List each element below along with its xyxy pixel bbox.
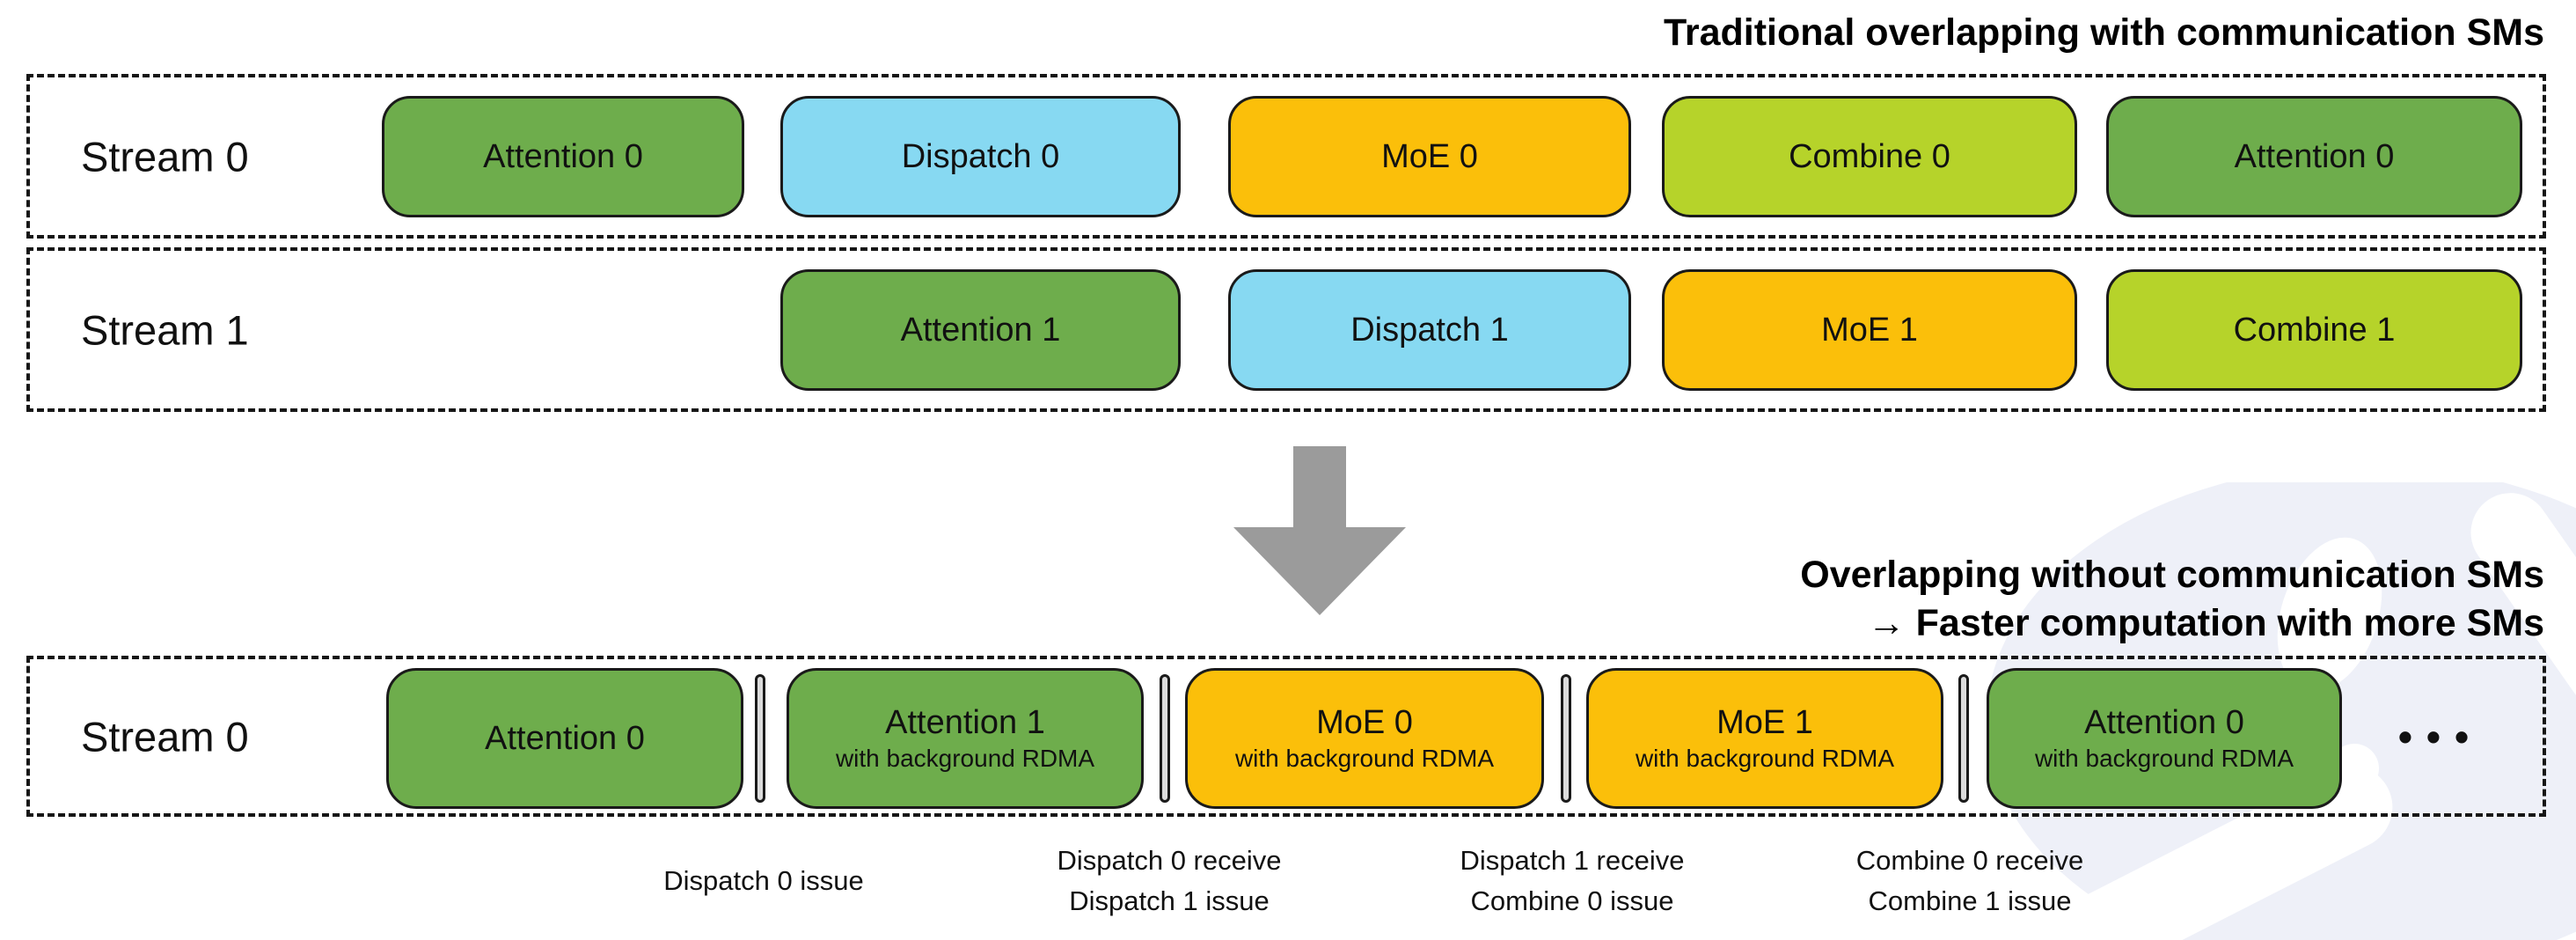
block-label: MoE 1 [1716, 704, 1813, 741]
annotation-combine-0-receive: Combine 0 receive Combine 1 issue [1759, 834, 2181, 928]
block-stream1-moe-1: MoE 1 [1662, 269, 2077, 391]
block-stream1-attention-1: Attention 1 [780, 269, 1181, 391]
divider-dispatch-0-receive [1160, 674, 1170, 803]
row-overlapped-stream-0: Stream 0 Attention 0 Attention 1 with ba… [26, 656, 2546, 817]
block-sublabel: with background RDMA [2034, 745, 2294, 772]
title-overlapping-without-sms: Overlapping without communication SMs → … [1800, 551, 2544, 648]
block-label: Attention 1 [885, 704, 1045, 741]
divider-combine-0-receive [1958, 674, 1969, 803]
block-label: MoE 0 [1316, 704, 1413, 741]
block-label: MoE 1 [1821, 312, 1918, 349]
block-stream1-dispatch-1: Dispatch 1 [1228, 269, 1631, 391]
annotation-dispatch-0-issue: Dispatch 0 issue [553, 834, 975, 928]
stream-1-label: Stream 1 [81, 306, 249, 353]
block-stream1-combine-1: Combine 1 [2106, 269, 2522, 391]
block-bottom-moe-1: MoE 1 with background RDMA [1586, 668, 1943, 809]
block-bottom-moe-0: MoE 0 with background RDMA [1185, 668, 1544, 809]
block-stream0-moe-0: MoE 0 [1228, 96, 1631, 217]
block-stream0-attention-0-next: Attention 0 [2106, 96, 2522, 217]
transformation-arrow [1233, 446, 1406, 620]
divider-dispatch-0-issue [755, 674, 765, 803]
block-label: Dispatch 1 [1350, 312, 1509, 349]
annotation-dispatch-1-receive: Dispatch 1 receive Combine 0 issue [1361, 834, 1783, 928]
block-stream0-attention-0: Attention 0 [382, 96, 744, 217]
row-traditional-stream-1: Stream 1 Attention 1 Dispatch 1 MoE 1 Co… [26, 247, 2546, 412]
block-bottom-attention-1: Attention 1 with background RDMA [787, 668, 1144, 809]
block-sublabel: with background RDMA [1635, 745, 1895, 772]
stream-0-label: Stream 0 [81, 133, 249, 180]
ellipsis-continuation: ••• [2397, 713, 2484, 760]
block-sublabel: with background RDMA [1234, 745, 1495, 772]
block-stream0-combine-0: Combine 0 [1662, 96, 2077, 217]
block-label: Combine 0 [1789, 138, 1950, 175]
block-label: MoE 0 [1381, 138, 1478, 175]
annotation-line: Combine 1 issue [1868, 885, 2072, 916]
annotation-line: Dispatch 1 receive [1460, 845, 1685, 876]
title-overlap-line2: → Faster computation with more SMs [1867, 602, 2544, 644]
title-traditional-overlapping: Traditional overlapping with communicati… [1663, 11, 2544, 54]
divider-dispatch-1-receive [1561, 674, 1571, 803]
block-bottom-attention-0-next: Attention 0 with background RDMA [1987, 668, 2342, 809]
down-arrow-icon [1233, 446, 1406, 615]
watermark-highlight [2470, 493, 2576, 709]
block-label: Dispatch 0 [901, 138, 1060, 175]
block-label: Combine 1 [2233, 312, 2396, 349]
block-label: Attention 0 [483, 138, 643, 175]
block-stream0-dispatch-0: Dispatch 0 [780, 96, 1181, 217]
stream-0-label-bottom: Stream 0 [81, 713, 249, 760]
annotation-line: Combine 0 issue [1470, 885, 1674, 916]
block-label: Attention 0 [485, 720, 645, 757]
block-label: Attention 1 [900, 312, 1061, 349]
annotation-line: Dispatch 0 issue [663, 865, 864, 896]
row-traditional-stream-0: Stream 0 Attention 0 Dispatch 0 MoE 0 Co… [26, 74, 2546, 239]
title-overlap-line1: Overlapping without communication SMs [1800, 554, 2544, 596]
block-bottom-attention-0: Attention 0 [386, 668, 743, 809]
block-sublabel: with background RDMA [835, 745, 1095, 772]
annotation-line: Dispatch 0 receive [1057, 845, 1282, 876]
watermark-highlight [2038, 765, 2393, 940]
annotation-dispatch-0-receive: Dispatch 0 receive Dispatch 1 issue [958, 834, 1380, 928]
watermark-highlight [2277, 537, 2382, 692]
block-label: Attention 0 [2084, 704, 2244, 741]
block-label: Attention 0 [2234, 138, 2395, 175]
annotation-line: Dispatch 1 issue [1069, 885, 1270, 916]
annotation-line: Combine 0 receive [1855, 845, 2084, 876]
